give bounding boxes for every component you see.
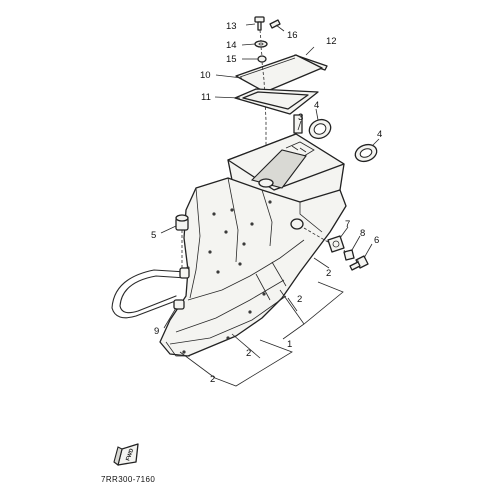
part-4-ring-right: [354, 143, 378, 163]
part-5-cap: [175, 214, 189, 268]
callout-4-upper: 4: [314, 100, 319, 111]
callout-3: 3: [298, 112, 303, 123]
part-1-tank-body: [159, 114, 347, 357]
part-16-clip: [269, 19, 281, 29]
forward-arrow-icon: FWD: [113, 443, 139, 466]
callout-2-c: 2: [246, 348, 251, 359]
callout-12: 12: [326, 36, 337, 47]
part-15-grommet: [257, 55, 267, 63]
fastener-guide-line: [259, 29, 267, 170]
fwd-label: FWD: [125, 448, 135, 462]
callout-9: 9: [154, 326, 159, 337]
part-6-bolt: [349, 255, 369, 271]
callout-2-b: 2: [297, 294, 302, 305]
callout-5: 5: [151, 230, 156, 241]
part-8-spacer: [343, 249, 355, 261]
callout-2-a: 2: [326, 268, 331, 279]
part-13-bolt: [254, 16, 265, 31]
part-7-collar: [327, 235, 345, 253]
diagram-code: 7RR300-7160: [101, 475, 155, 484]
callout-10: 10: [200, 70, 211, 81]
callout-8: 8: [360, 228, 365, 239]
callout-2-d: 2: [210, 374, 215, 385]
callout-1: 1: [287, 339, 292, 350]
side-fastener-guide-line: [303, 227, 361, 263]
callout-14: 14: [226, 40, 237, 51]
callout-11: 11: [201, 92, 211, 103]
callout-15: 15: [226, 54, 237, 65]
part-9-strap: [111, 267, 190, 319]
callout-13: 13: [226, 21, 237, 32]
callout-labels: 13 16 14 15 10 12 11 3 4 4 5 7 8 6 2 2 9…: [151, 21, 382, 385]
part-10-cover-lid: [235, 54, 323, 93]
callout-4-right: 4: [377, 129, 382, 140]
callout-7: 7: [345, 219, 350, 230]
leader-lines: [160, 23, 380, 387]
part-11-gasket: [234, 88, 319, 115]
callout-16: 16: [287, 30, 298, 41]
part-4-ring-upper: [308, 118, 332, 140]
callout-6: 6: [374, 235, 379, 246]
part-14-washer: [254, 40, 268, 48]
